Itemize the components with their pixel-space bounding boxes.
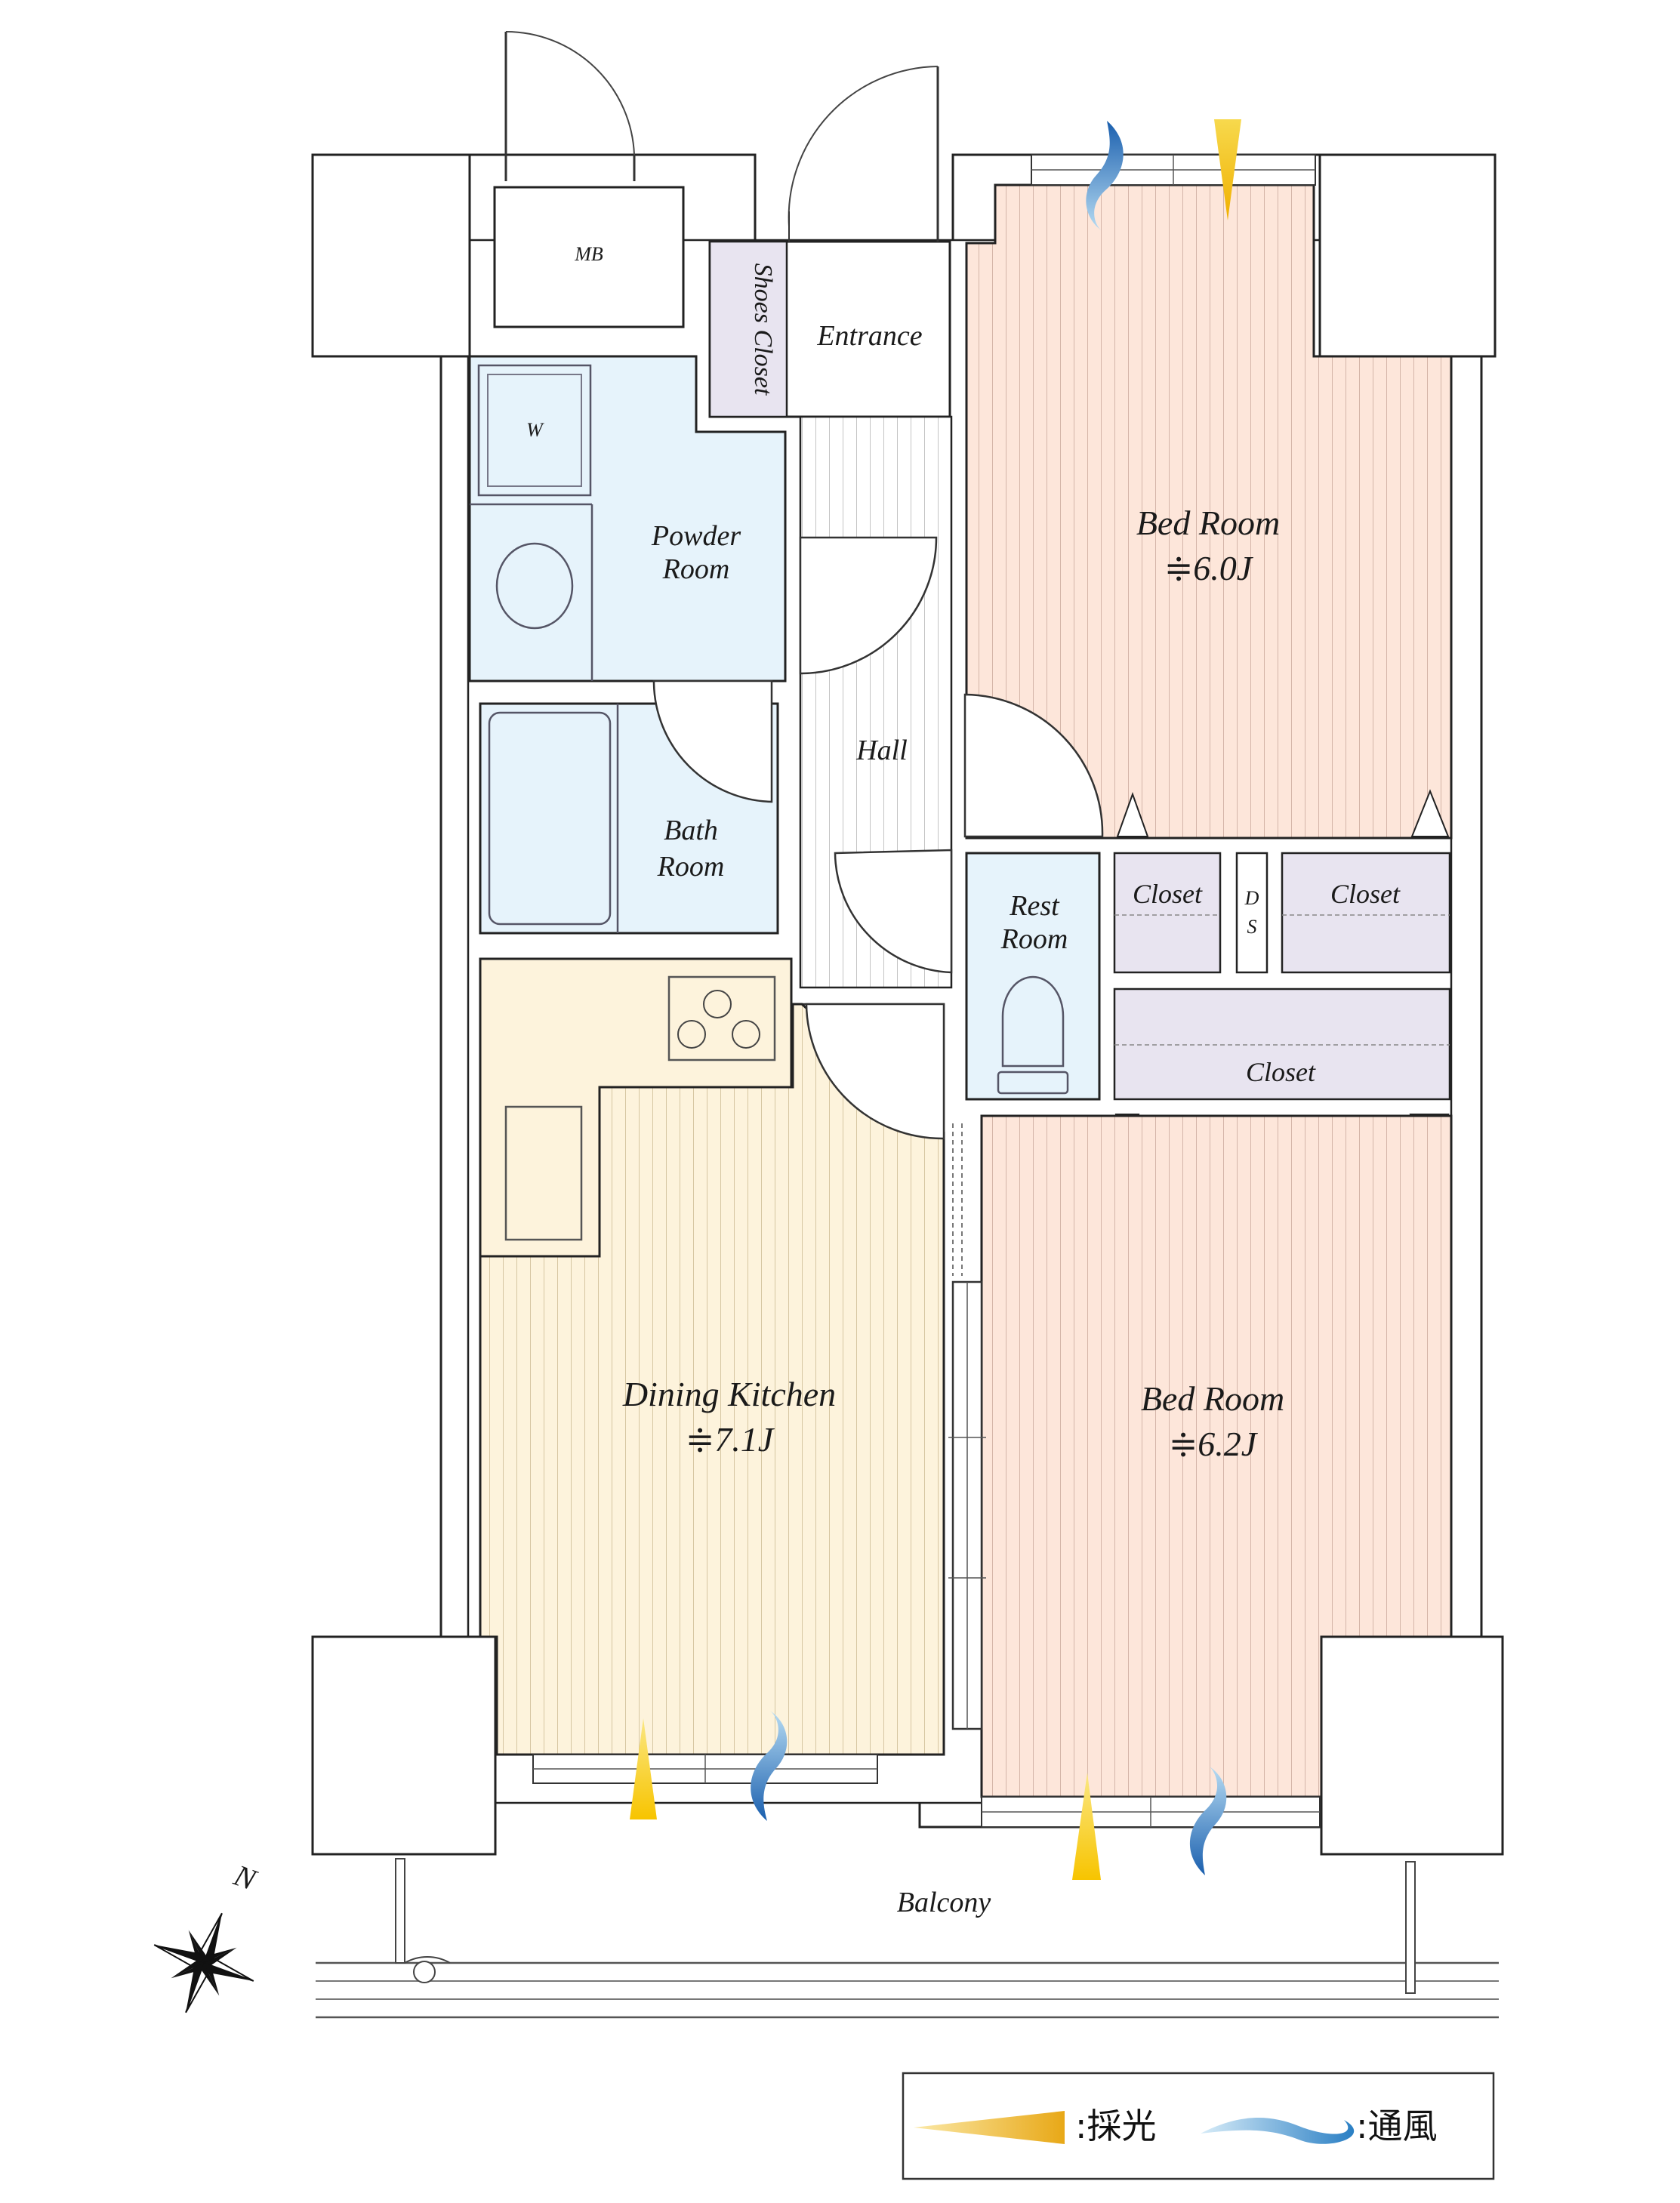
entrance-label: Entrance [816, 320, 922, 352]
toilet-bowl [1001, 975, 1065, 1068]
balcony-label: Balcony [897, 1887, 991, 1918]
bath-room: Bath Room [479, 702, 779, 935]
rest-room-label-2: Room [1000, 923, 1068, 955]
washer-box [477, 364, 592, 497]
bed-room-south-size: ≑6.2J [1169, 1425, 1259, 1463]
cooktop [667, 975, 776, 1061]
bed-room-north-size: ≑6.0J [1164, 549, 1254, 587]
bath-room-label-2: Room [657, 851, 725, 883]
rest-room-label-1: Rest [1009, 890, 1060, 922]
powder-room-label-1: Powder [651, 520, 741, 552]
shoes-closet [708, 240, 788, 418]
sink-basin [495, 542, 574, 630]
balcony: Balcony [316, 1858, 1499, 2019]
closet-right [1281, 852, 1451, 974]
closets: Closet D S Closet Closet [1113, 852, 1451, 1101]
shoes-closet-label: Shoes Closet [749, 263, 777, 396]
powder-room-label-2: Room [662, 553, 730, 585]
light-arrow-south-bed [1072, 1773, 1101, 1880]
kitchen-sink [504, 1105, 583, 1241]
closet-long-label: Closet [1246, 1057, 1316, 1087]
mb-label: MB [574, 243, 603, 265]
dining-kitchen: Dining Kitchen ≑7.1J [479, 957, 945, 1756]
bed-room-north-label: Bed Room [1136, 504, 1280, 542]
north-window [1031, 154, 1316, 186]
bath-room-label-1: Bath [664, 815, 718, 846]
compass-north-label: N [229, 1858, 262, 1898]
closet-left-label: Closet [1133, 879, 1203, 909]
hall-label: Hall [855, 735, 908, 766]
light-arrow-north [1214, 119, 1241, 220]
washer-label: W [526, 419, 544, 441]
dining-kitchen-door [805, 1003, 945, 1140]
south-windows [532, 1754, 1321, 1828]
bed-room-north: Bed Room ≑6.0J [965, 183, 1453, 840]
bed-room-south: Bed Room ≑6.2J [980, 1114, 1453, 1798]
closet-left [1113, 852, 1222, 974]
ds-d-label: D [1244, 887, 1259, 909]
compass-rose: N [153, 1858, 262, 2014]
legend: :採光 :通風 [902, 2072, 1495, 2180]
ds-shaft [1235, 852, 1268, 974]
bed-room-south-label: Bed Room [1141, 1379, 1284, 1418]
wind-arrow-dk [751, 1711, 788, 1821]
powder-room: W Powder Room [468, 355, 787, 682]
rest-room: Rest Room [965, 852, 1101, 1101]
light-arrow-dk [630, 1718, 657, 1819]
bath-door [652, 679, 773, 803]
legend-wind-label: :通風 [1356, 2106, 1438, 2146]
legend-light-label: :採光 [1075, 2106, 1157, 2146]
ds-s-label: S [1247, 916, 1257, 938]
wind-arrow-north [1086, 121, 1124, 231]
mb-room: MB [493, 186, 685, 328]
dining-kitchen-label: Dining Kitchen [622, 1375, 836, 1413]
entrance-door [788, 66, 939, 242]
mb-doors [504, 30, 636, 181]
closet-right-label: Closet [1330, 879, 1401, 909]
toilet-tank [997, 1071, 1069, 1095]
closet-long [1113, 987, 1451, 1101]
legend-light-swatch [914, 2111, 1065, 2144]
bed-room-north-door [963, 693, 1104, 838]
dining-kitchen-size: ≑7.1J [686, 1420, 775, 1459]
bathtub [488, 711, 612, 926]
entrance-area: Shoes Closet Entrance [708, 240, 951, 418]
sliding-door [948, 1123, 986, 1730]
legend-wind-swatch [1201, 2118, 1355, 2144]
wind-arrow-south-bed [1189, 1767, 1227, 1875]
